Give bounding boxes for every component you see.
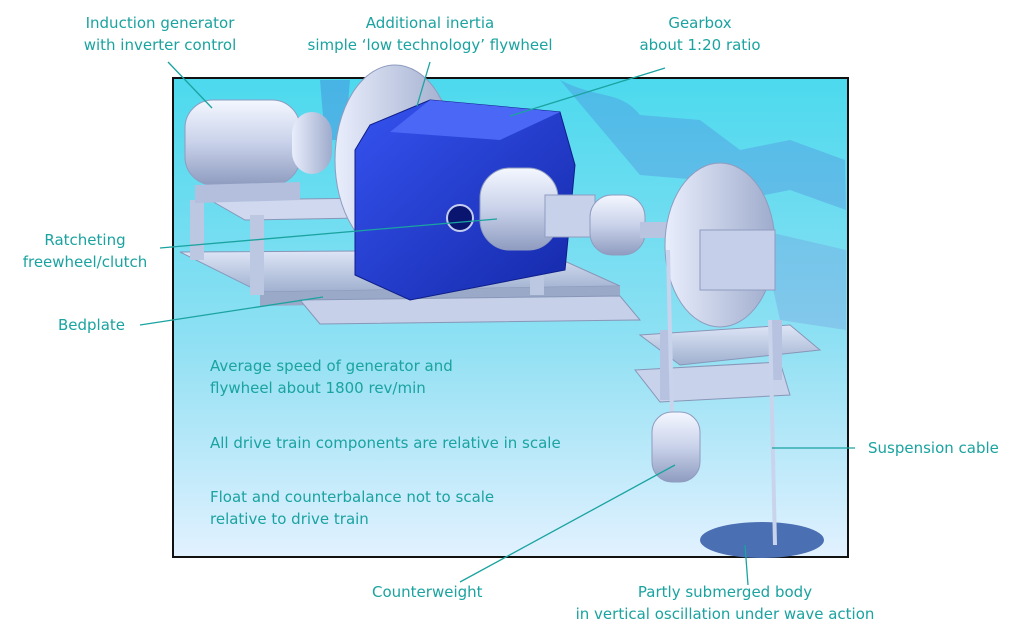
note-line: Float and counterbalance not to scale [210, 488, 495, 506]
label-line: freewheel/clutch [22, 253, 148, 271]
label-line: in vertical oscillation under wave actio… [575, 605, 875, 623]
induction-generator-shape [184, 99, 332, 203]
label-induction-generator: Induction generator with inverter contro… [70, 12, 250, 56]
pulley-assembly-shape [634, 162, 822, 403]
label-additional-inertia: Additional inertia simple ‘low technolog… [295, 12, 565, 56]
label-suspension-cable: Suspension cable [868, 439, 999, 457]
label-counterweight: Counterweight [372, 583, 483, 601]
note-line: Average speed of generator and [210, 357, 453, 375]
leader-submerged [744, 544, 749, 586]
label-line: simple ‘low technology’ flywheel [307, 36, 553, 54]
label-ratcheting-clutch: Ratcheting freewheel/clutch [10, 229, 160, 273]
note-float: Float and counterbalance not to scale re… [210, 486, 494, 530]
label-gearbox: Gearbox about 1:20 ratio [620, 12, 780, 56]
note-scale: All drive train components are relative … [210, 434, 561, 452]
label-line: with inverter control [83, 36, 237, 54]
leader-counterweight [459, 464, 676, 583]
label-bedplate: Bedplate [58, 316, 126, 334]
label-line: Induction generator [85, 14, 235, 32]
submerged-body-shape [700, 522, 824, 558]
note-line: flywheel about 1800 rev/min [210, 379, 426, 397]
label-line: Gearbox [668, 14, 732, 32]
leader-bedplate [139, 296, 324, 326]
label-line: Ratcheting [44, 231, 126, 249]
cable-shape [666, 249, 777, 546]
label-submerged-body: Partly submerged body in vertical oscill… [560, 581, 890, 625]
counterweight-shape [651, 411, 701, 483]
leader-inertia [416, 61, 431, 107]
label-line: Partly submerged body [637, 583, 813, 601]
clutch-shape [479, 167, 670, 256]
leader-clutch [159, 218, 498, 249]
leader-lines [139, 61, 855, 586]
leader-generator [167, 61, 213, 109]
note-line: relative to drive train [210, 510, 369, 528]
label-line: about 1:20 ratio [639, 36, 761, 54]
note-speed: Average speed of generator and flywheel … [210, 355, 453, 399]
label-line: Additional inertia [365, 14, 495, 32]
leader-gearbox [509, 67, 666, 117]
